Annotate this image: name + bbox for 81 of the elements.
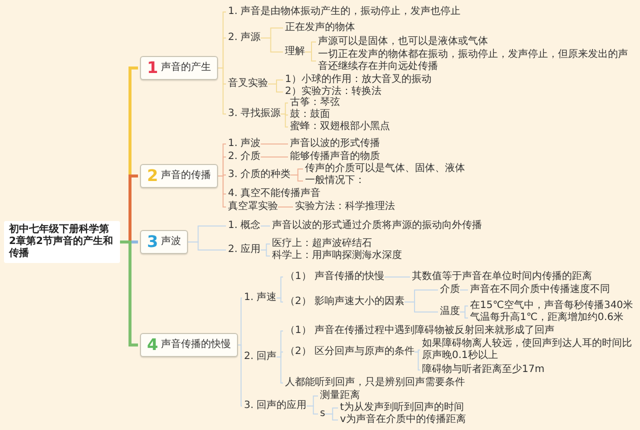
topic-text: 3. 介质的种类 (228, 169, 291, 181)
topic-text: 1. 声波 (228, 138, 261, 150)
branch-topic-box (140, 56, 218, 80)
topic-text: 介质 (440, 284, 460, 296)
connector-line (260, 156, 288, 158)
connector-line (304, 52, 316, 62)
connector-line (306, 406, 318, 414)
connector-line (276, 356, 284, 384)
topic-text: 温度 (440, 306, 460, 318)
connector-line (384, 276, 410, 278)
branch-topic-box (140, 164, 218, 188)
topic-text: 声音以波的形式通过介质将声源的振动向外传播 (272, 220, 482, 232)
topic-text: s (320, 408, 326, 420)
topic-text: t为从发声到听到回声的时间 (340, 402, 464, 414)
connector-line (280, 114, 288, 128)
topic-text: （1） 声音传播的快慢 (285, 271, 385, 283)
topic-text: 正在发声的物体 (285, 22, 355, 34)
topic-text: 能够传播声音的物质 (290, 151, 380, 163)
topic-text: 其数值等于声音在单位时间内传播的距离 (412, 271, 592, 283)
topic-text: 实验方法：科学推理法 (295, 201, 395, 213)
topic-text: 1）小球的作用：放大音叉的振动 (285, 74, 432, 86)
topic-text: 1. 声速 (244, 292, 277, 304)
branch-number: 3 (147, 233, 158, 251)
topic-text: 4. 真空不能传播声音 (228, 188, 321, 200)
connector-line (218, 68, 226, 114)
topic-text: 声音在不同介质中传播速度不同 (470, 284, 610, 296)
topic-text: 蜜蜂：双翅根部小黑点 (290, 121, 390, 133)
branch-number: 2 (147, 167, 158, 185)
topic-text: 人都能听到回声，只是辨别回声需要条件 (285, 377, 465, 389)
topic-text: 2）实验方法：转换法 (285, 86, 382, 98)
topic-text: 1. 声音是由物体振动产生的，振动停止，发声也停止 (228, 6, 461, 18)
topic-text: 声源可以是固体，也可以是液体或气体 (318, 36, 488, 48)
connector-line (278, 206, 294, 208)
topic-text: 3. 回声的应用 (244, 400, 307, 412)
root-topic: 初中七年级下册科学第2章第2节声音的产生和传播 (4, 221, 120, 263)
connector-line (414, 352, 420, 370)
branch-title: 声波 (161, 236, 182, 248)
branch-topic-box (140, 230, 188, 254)
topic-text: 如果障碍物离人较远，使回声到达人耳的时间比原声晚0.1秒以上 (422, 338, 636, 362)
connector-line (324, 414, 338, 420)
connector-line (460, 312, 468, 318)
topic-text: 科学上：用声呐探测海水深度 (272, 250, 402, 262)
topic-text: 2. 介质 (228, 151, 261, 163)
topic-text: （2） 影响声速大小的因素 (285, 296, 405, 308)
topic-text: 音叉实验 (228, 78, 268, 90)
topic-text: 2. 回声 (244, 351, 277, 363)
topic-text: 真空罩实验 (228, 201, 278, 213)
topic-text: 理解 (285, 46, 305, 58)
branch-number: 1 (147, 59, 158, 77)
topic-text: 1. 概念 (228, 220, 261, 232)
topic-text: v为声音在介质中的传播距离 (340, 414, 466, 426)
topic-text: 医疗上：超声波碎结石 (272, 238, 372, 250)
topic-text: 一切正在发声的物体都在振动，振动停止，发声停止，但原来发出的声音还继续存在并向远处传播 (318, 49, 636, 73)
topic-text: 3. 寻找振源 (228, 108, 281, 120)
connector-line (218, 176, 226, 208)
topic-text: 古筝：琴弦 (290, 97, 340, 109)
connector-line (238, 344, 242, 406)
connector-line (120, 240, 138, 346)
connector-line (238, 298, 242, 346)
topic-text: （1） 声音在传播过程中遇到障碍物被反射回来就形成了回声 (285, 325, 555, 337)
branch-topic-box (140, 333, 238, 357)
connector-line (260, 250, 270, 256)
topic-text: 一般情况下： (305, 175, 365, 187)
topic-text: 在15℃空气中，声音每秒传播340米 (470, 300, 634, 312)
connector-line (268, 84, 284, 92)
topic-text: 测量距离 (320, 390, 360, 402)
topic-text: 传声的介质可以是气体、固体、液体 (305, 163, 465, 175)
topic-text: （2） 区分回声与原声的条件 (285, 346, 415, 358)
branch-title: 声音传播的快慢 (161, 339, 232, 351)
topic-text: 2. 声源 (228, 32, 261, 44)
connector-line (260, 38, 284, 52)
branch-number: 4 (147, 336, 158, 354)
topic-text: 鼓：鼓面 (290, 109, 330, 121)
topic-text: 障碍物与听者距离至少17m (422, 364, 544, 376)
connector-line (290, 174, 304, 182)
topic-text: 声音以波的形式传播 (290, 138, 380, 150)
branch-title: 声音的传播 (161, 170, 212, 182)
topic-text: 气温每升高1℃，距离增加约0.6米 (470, 312, 624, 324)
branch-title: 声音的产生 (161, 62, 212, 74)
topic-text: 2. 应用 (228, 244, 261, 256)
connector-line (276, 298, 284, 302)
